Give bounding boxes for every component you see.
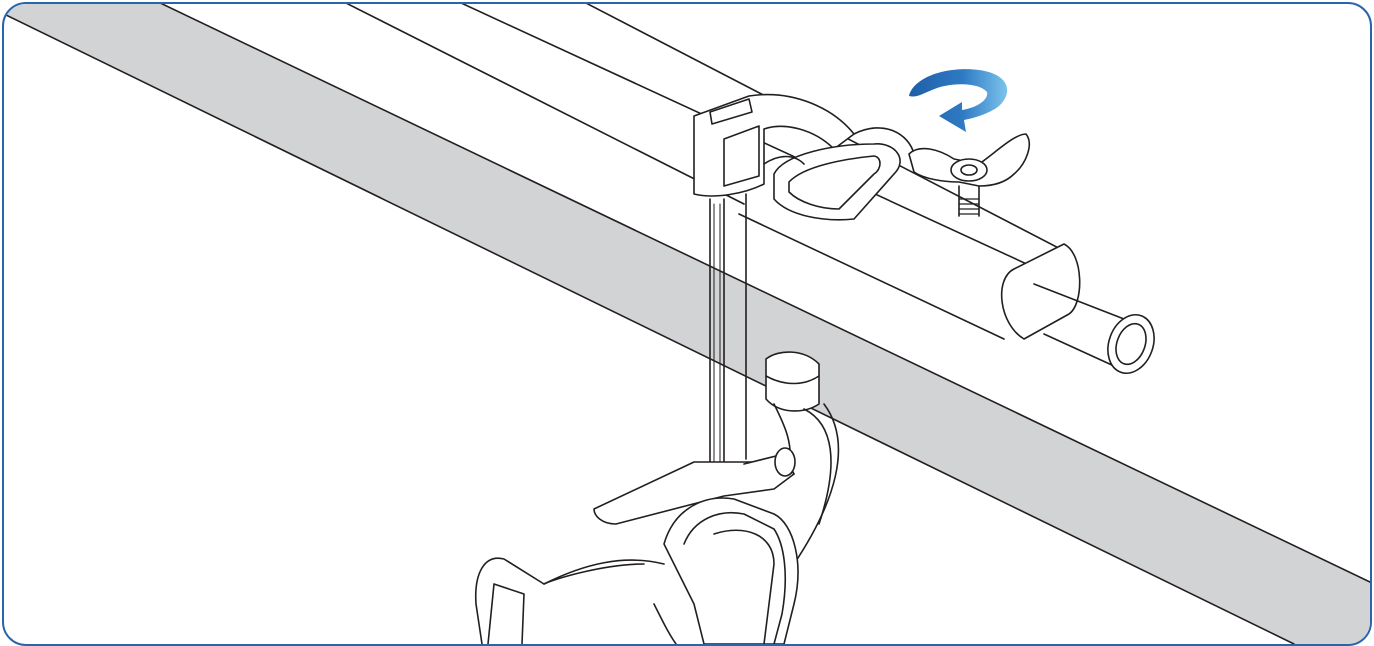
clamp-foot xyxy=(593,447,796,525)
clamp-head xyxy=(693,93,915,221)
pivot-joint xyxy=(765,351,840,565)
clamp-illustration xyxy=(4,4,1370,644)
mounting-bar-edge-bottom xyxy=(4,13,1295,644)
lamp-housing xyxy=(474,497,799,644)
mounting-bar-edge-top xyxy=(160,4,1370,583)
upper-tube xyxy=(346,4,1155,374)
wing-nut-icon xyxy=(908,133,1030,217)
clamp-rod xyxy=(709,193,747,475)
rotation-arrow-icon xyxy=(909,69,1008,132)
mounting-bar xyxy=(4,4,1370,644)
